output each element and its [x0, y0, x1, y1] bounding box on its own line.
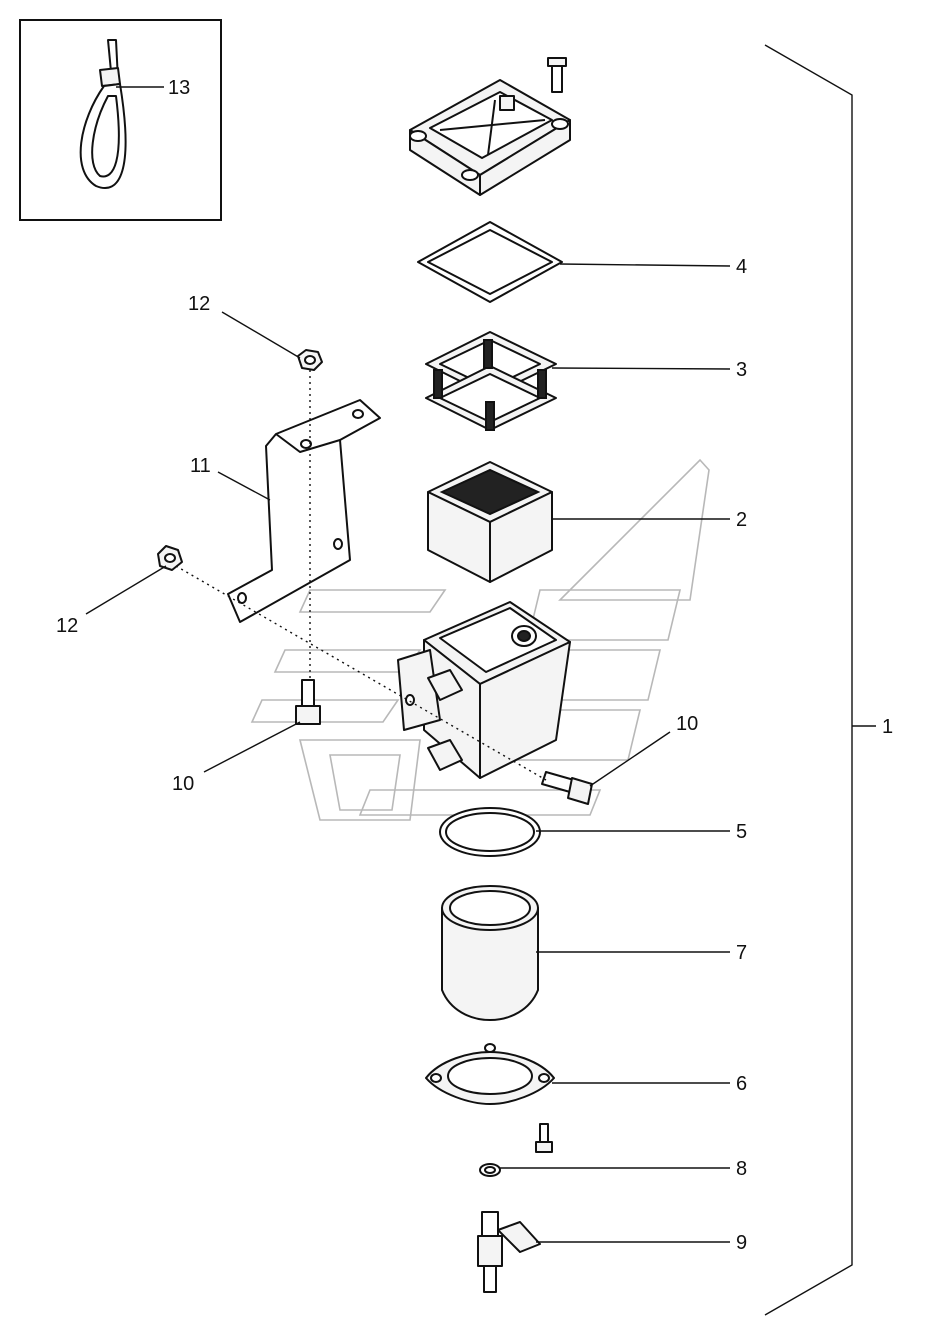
leader-10-right [589, 731, 671, 787]
callout-10-left: 10 [172, 773, 194, 795]
leader-10-left [203, 721, 301, 773]
filter-head-cover [409, 57, 571, 196]
inset-box [19, 19, 222, 221]
leader-11 [217, 471, 271, 501]
filter-frame [425, 331, 557, 431]
callout-4: 4 [736, 256, 747, 278]
leader-12-top [221, 311, 301, 359]
bolt-right [541, 771, 593, 805]
callout-8: 8 [736, 1158, 747, 1180]
callout-1: 1 [882, 716, 893, 738]
callout-7: 7 [736, 942, 747, 964]
leader-12-left [85, 565, 167, 615]
callout-11: 11 [190, 455, 211, 477]
mounting-bracket [227, 399, 381, 623]
drain-valve [477, 1211, 541, 1293]
square-gasket [417, 221, 563, 303]
bolt-left [295, 679, 321, 725]
callout-6: 6 [736, 1073, 747, 1095]
nut-left [157, 545, 183, 571]
callout-9: 9 [736, 1232, 747, 1254]
filter-bowl [441, 885, 539, 1021]
callout-13: 13 [168, 77, 190, 99]
assembly-bracket [764, 44, 853, 1316]
o-ring [439, 807, 541, 857]
callout-5: 5 [736, 821, 747, 843]
leader-3 [551, 367, 731, 370]
nut-top [297, 349, 323, 371]
filter-housing [397, 601, 571, 779]
drain-bolt [535, 1123, 553, 1153]
leader-4 [559, 263, 731, 267]
callout-12-left: 12 [56, 615, 78, 637]
washer [479, 1163, 501, 1177]
callout-3: 3 [736, 359, 747, 381]
bowl-ring [425, 1043, 555, 1105]
callout-10-right: 10 [676, 713, 698, 735]
callout-2: 2 [736, 509, 747, 531]
callout-12-top: 12 [188, 293, 210, 315]
watermark-logo [250, 458, 710, 821]
filter-element [427, 461, 553, 583]
